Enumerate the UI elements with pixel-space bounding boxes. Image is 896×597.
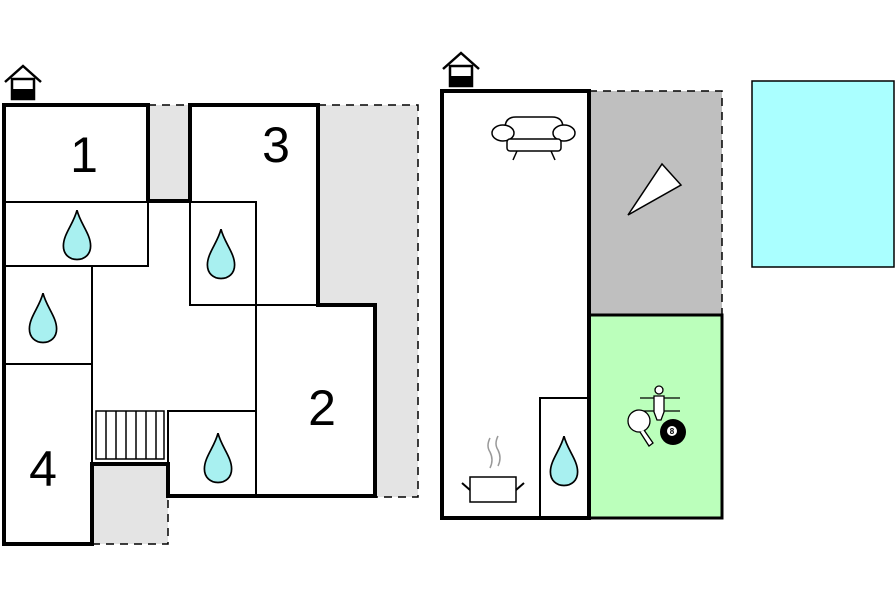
- sofa-icon: [491, 116, 576, 161]
- foosball-icon: [640, 385, 680, 421]
- swimming-pool: [751, 80, 895, 268]
- garage-area: [588, 90, 723, 316]
- outdoor-area-bottom: [91, 463, 169, 545]
- billiard-ball-icon: 8: [660, 419, 686, 445]
- room-number-3: 3: [262, 117, 290, 173]
- left-interior-walls: [3, 201, 318, 497]
- entrance-house-icon: [3, 64, 43, 101]
- svg-text:8: 8: [670, 427, 675, 436]
- room-number-2: 2: [308, 380, 336, 436]
- room-number-1: 1: [70, 127, 98, 183]
- room-number-4: 4: [29, 441, 57, 497]
- right-building-outline: [440, 89, 591, 520]
- left-building-outline: [2, 103, 377, 546]
- table-tennis-icon: [627, 409, 654, 447]
- bathroom-right: [539, 397, 590, 519]
- tent-icon: [627, 162, 683, 216]
- entrance-house-icon: [441, 51, 481, 88]
- outdoor-area-top: [147, 104, 191, 202]
- staircase-icon: [95, 410, 165, 460]
- cooking-pot-icon: [461, 435, 525, 503]
- left-floor: 1 3 2 4: [2, 64, 419, 546]
- right-floor: 8: [440, 51, 724, 520]
